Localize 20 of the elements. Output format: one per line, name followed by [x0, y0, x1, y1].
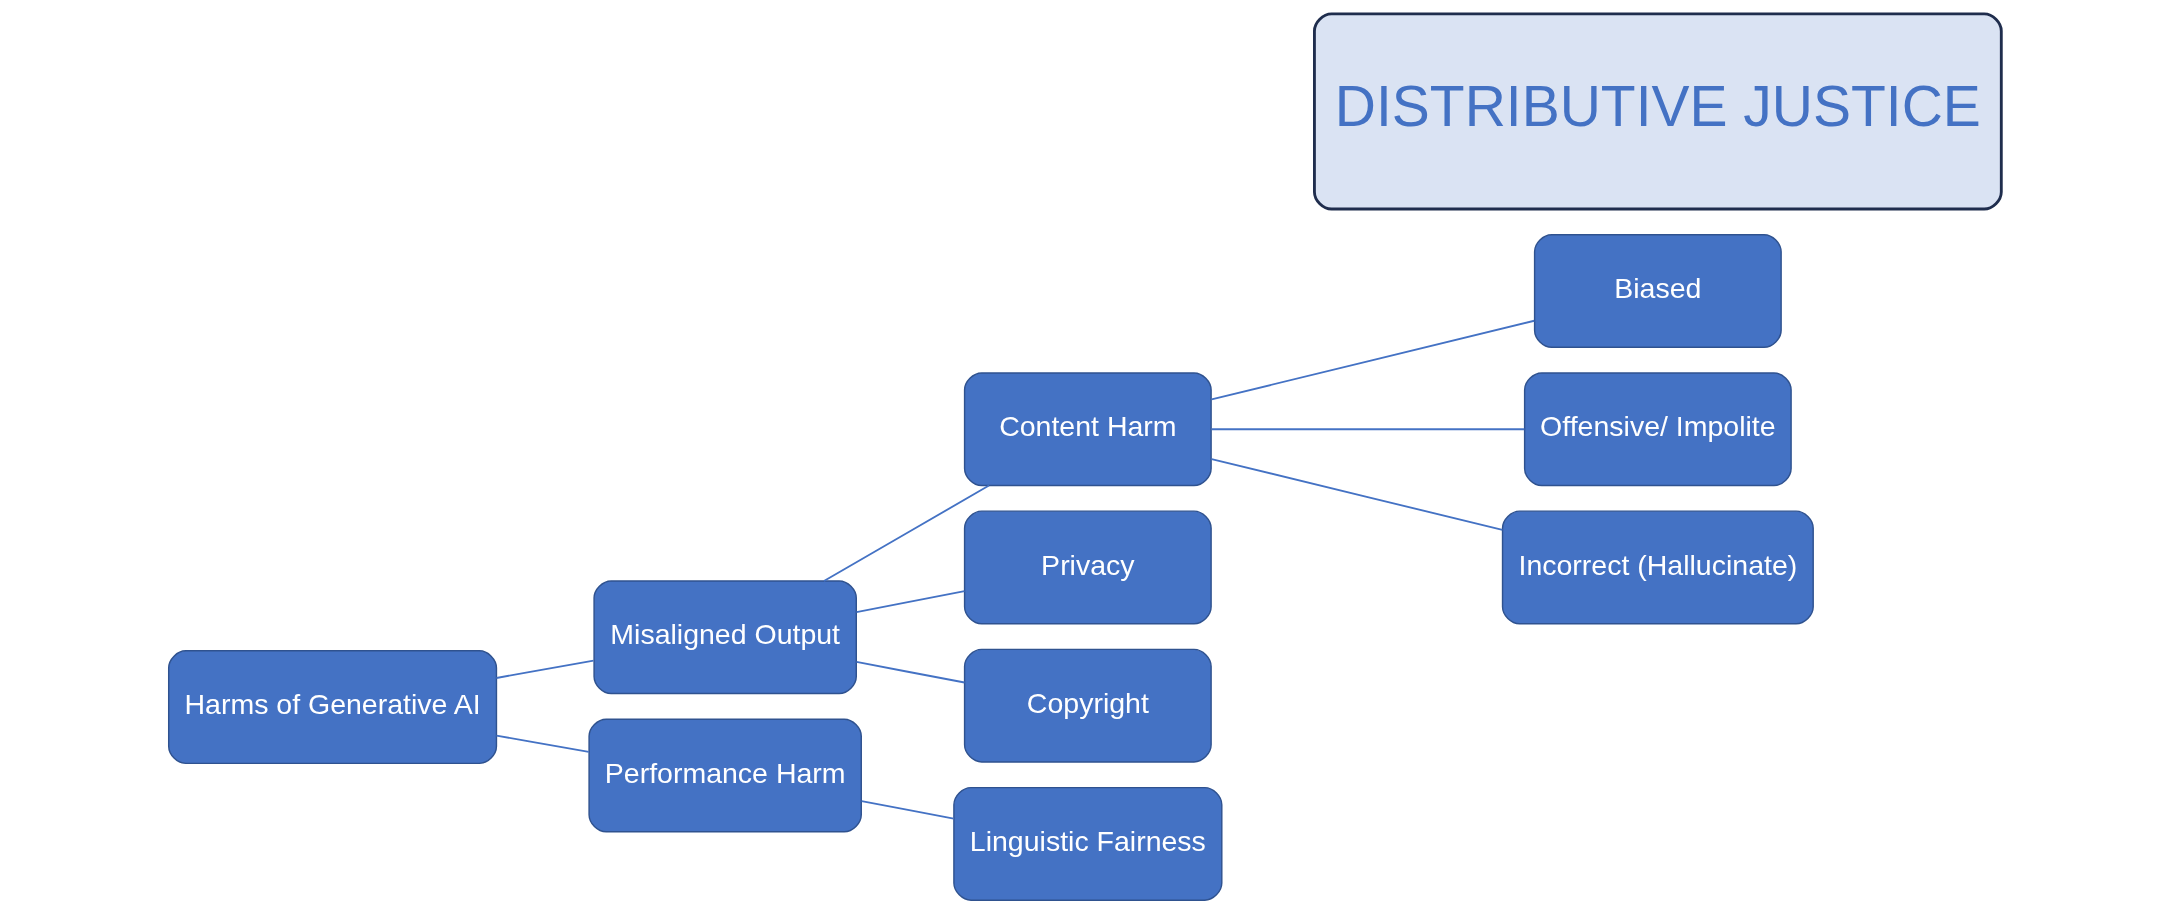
- connector: [855, 590, 965, 613]
- node-box: Performance Harm: [587, 718, 862, 833]
- node-box: Biased: [1533, 233, 1782, 348]
- node-box: Offensive/ Impolite: [1523, 372, 1792, 487]
- connector: [1210, 319, 1535, 401]
- node-box: Misaligned Output: [592, 580, 857, 695]
- connector: [822, 484, 990, 582]
- connector: [495, 659, 594, 679]
- node-box: Content Harm: [963, 372, 1212, 487]
- connector: [1210, 458, 1503, 531]
- node-box: DISTRIBUTIVE JUSTICE: [1312, 12, 2003, 211]
- node-box: Privacy: [963, 510, 1212, 625]
- node-box: Incorrect (Hallucinate): [1501, 510, 1814, 625]
- node-box: Linguistic Fairness: [952, 786, 1222, 901]
- connector: [860, 800, 955, 820]
- node-box: Copyright: [963, 648, 1212, 763]
- connector: [495, 734, 590, 753]
- connector: [1210, 428, 1525, 431]
- connector: [855, 661, 965, 684]
- node-box: Harms of Generative AI: [167, 650, 497, 765]
